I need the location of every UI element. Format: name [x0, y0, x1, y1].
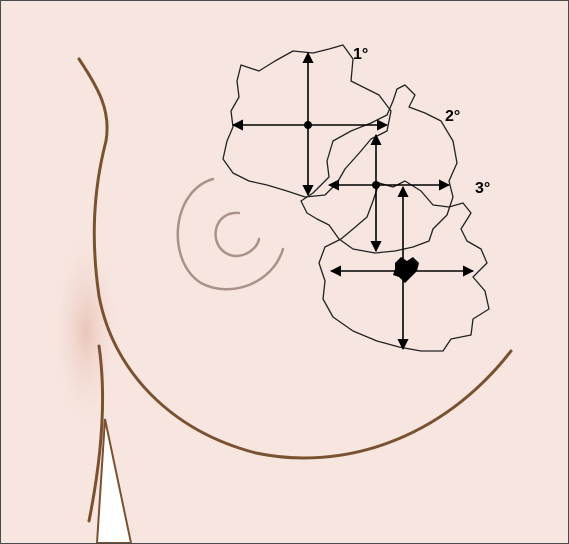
lesion-2-label: 2° — [445, 108, 460, 125]
body-shading — [48, 221, 124, 441]
tumor-mass — [393, 257, 419, 283]
nipple-areola — [178, 179, 283, 289]
lesion-1-axes — [233, 53, 387, 195]
body-contour — [79, 59, 511, 521]
lesion-2-area — [301, 85, 457, 253]
lesion-1-label: 1° — [353, 46, 368, 63]
lesion-3-label: 3° — [475, 180, 490, 197]
lesion-1-area — [223, 45, 391, 197]
